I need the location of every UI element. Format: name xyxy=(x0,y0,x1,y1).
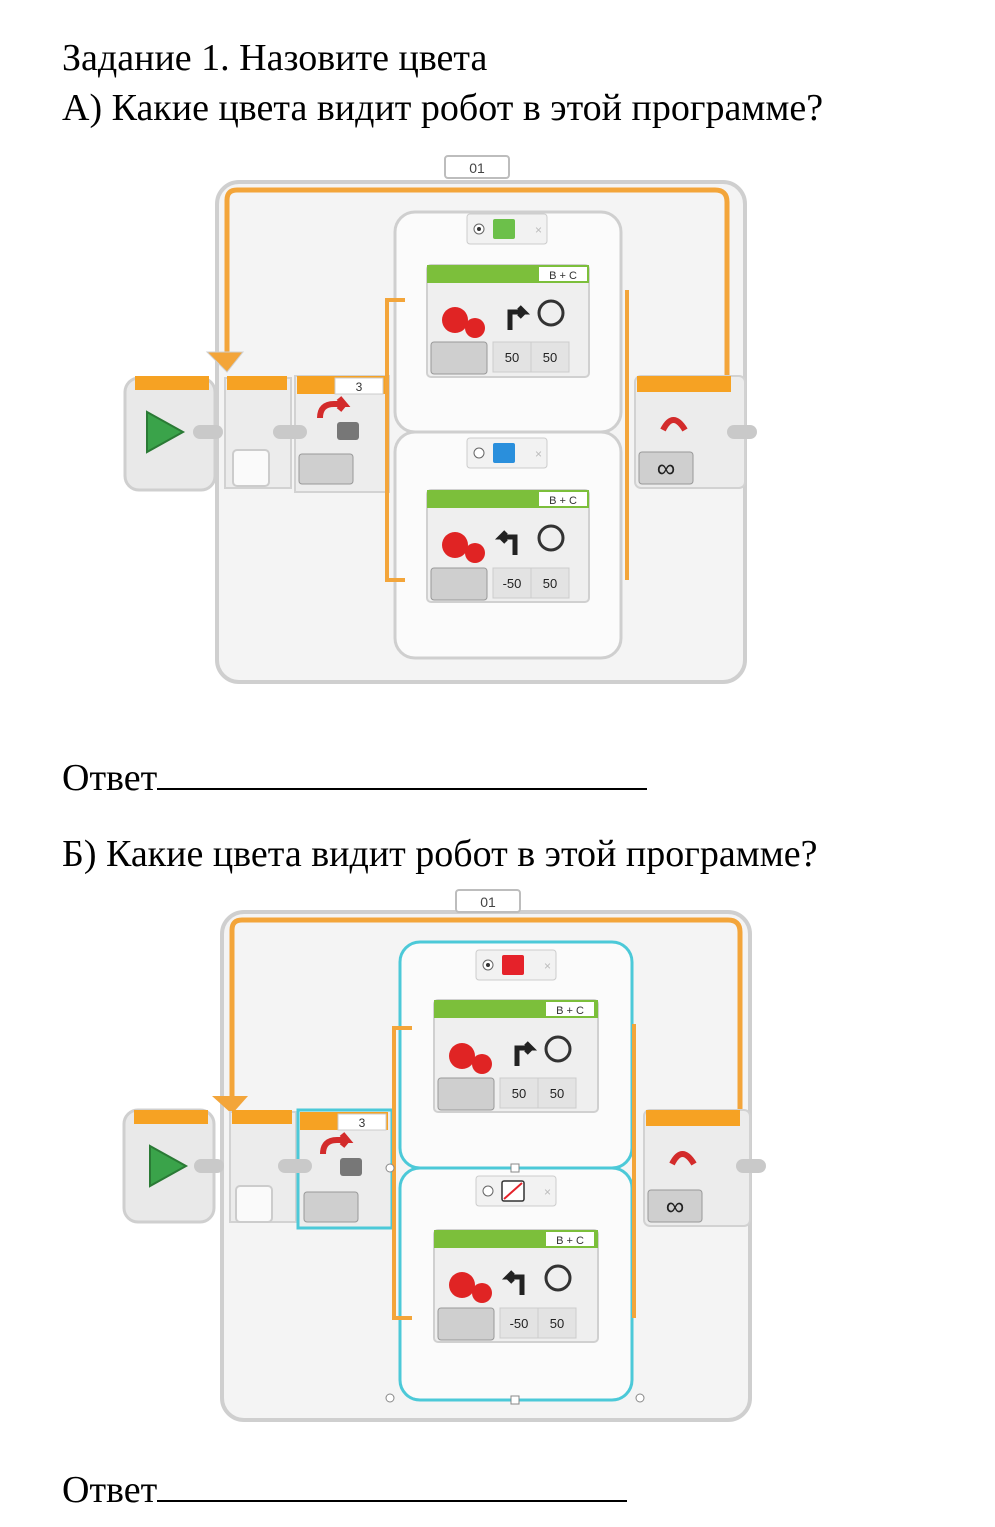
case2-ports: B + C xyxy=(549,495,577,507)
question-a: А) Какие цвета видит робот в этой програ… xyxy=(62,87,824,129)
case1-color-swatch xyxy=(493,219,515,239)
color-sensor-icon xyxy=(317,396,351,419)
answer-b: Ответ xyxy=(62,1466,628,1512)
answer-a-label: Ответ xyxy=(62,757,158,799)
svg-text:×: × xyxy=(535,223,542,237)
color-sensor-icon xyxy=(320,1132,354,1155)
case2-steering: -50 xyxy=(510,1316,529,1331)
motor-icon xyxy=(442,307,468,333)
switch-counter: 3 xyxy=(356,380,363,394)
case2-power: 50 xyxy=(543,576,557,591)
case1-steering: 50 xyxy=(505,350,519,365)
no-color-icon xyxy=(503,1182,523,1200)
case1-power: 50 xyxy=(543,350,557,365)
case2-ports: B + C xyxy=(556,1235,584,1247)
program-b-diagram: 01 3 × B + C 50 50 × B + C xyxy=(122,889,766,1422)
speed-icon xyxy=(544,1035,572,1063)
infinity-icon: ∞ xyxy=(666,1191,685,1221)
case1-color-swatch xyxy=(502,955,524,975)
loop-wire xyxy=(224,187,730,380)
svg-text:×: × xyxy=(544,1185,551,1199)
answer-b-blank[interactable] xyxy=(157,1466,628,1502)
play-icon xyxy=(149,1144,189,1188)
infinity-icon: ∞ xyxy=(657,453,676,483)
question-b: Б) Какие цвета видит робот в этой програ… xyxy=(62,833,818,875)
answer-b-label: Ответ xyxy=(62,1469,158,1511)
answer-a-blank[interactable] xyxy=(157,754,648,790)
task-title: Задание 1. Назовите цвета xyxy=(62,37,488,79)
loop-name-label: 01 xyxy=(469,160,485,176)
svg-text:×: × xyxy=(535,447,542,461)
speed-icon xyxy=(537,299,565,327)
case2-color-swatch xyxy=(493,443,515,463)
play-icon xyxy=(146,410,186,454)
program-a-diagram: 01 3 × B + C 50 50 × B + C xyxy=(123,155,757,684)
motor-icon xyxy=(449,1043,475,1069)
case1-steering: 50 xyxy=(512,1086,526,1101)
case2-steering: -50 xyxy=(503,576,522,591)
case2-power: 50 xyxy=(550,1316,564,1331)
case1-ports: B + C xyxy=(549,270,577,282)
case1-ports: B + C xyxy=(556,1005,584,1017)
answer-a: Ответ xyxy=(62,754,648,800)
loop-name-label: 01 xyxy=(480,894,496,910)
svg-text:×: × xyxy=(544,959,551,973)
switch-counter: 3 xyxy=(359,1116,366,1130)
case1-power: 50 xyxy=(550,1086,564,1101)
